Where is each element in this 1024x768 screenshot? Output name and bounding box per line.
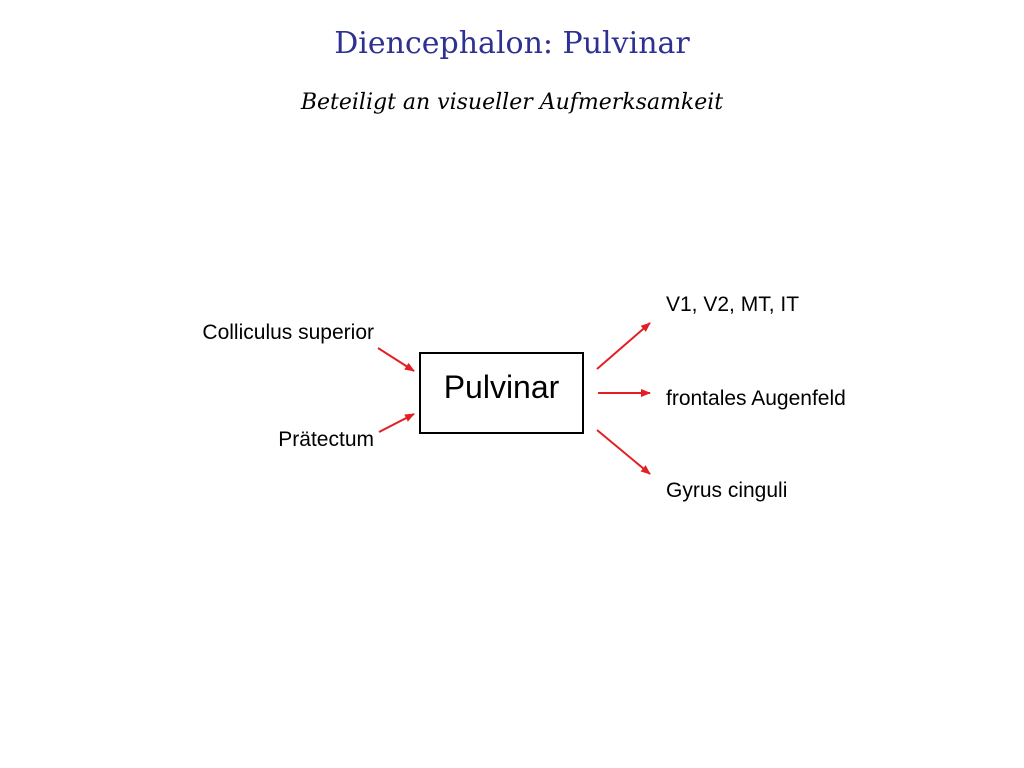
input-label-colliculus-superior: Colliculus superior xyxy=(202,321,374,344)
arrow-pulvinar-to-gyrus-cinguli xyxy=(596,429,651,475)
output-label-visual-areas: V1, V2, MT, IT xyxy=(666,293,800,316)
output-label-gyrus-cinguli: Gyrus cinguli xyxy=(666,479,788,502)
arrow-colliculus-to-pulvinar xyxy=(377,347,415,372)
center-node-label: Pulvinar xyxy=(443,369,560,405)
center-node-box: Pulvinar xyxy=(419,352,584,434)
arrow-praetectum-to-pulvinar xyxy=(378,413,415,433)
output-label-frontales-augenfeld: frontales Augenfeld xyxy=(666,387,846,410)
arrow-pulvinar-to-visual-areas xyxy=(596,322,651,370)
input-label-praetectum: Prätectum xyxy=(278,428,374,451)
slide-title: Diencephalon: Pulvinar xyxy=(334,26,690,61)
slide-subtitle: Beteiligt an visueller Aufmerksamkeit xyxy=(300,90,724,115)
